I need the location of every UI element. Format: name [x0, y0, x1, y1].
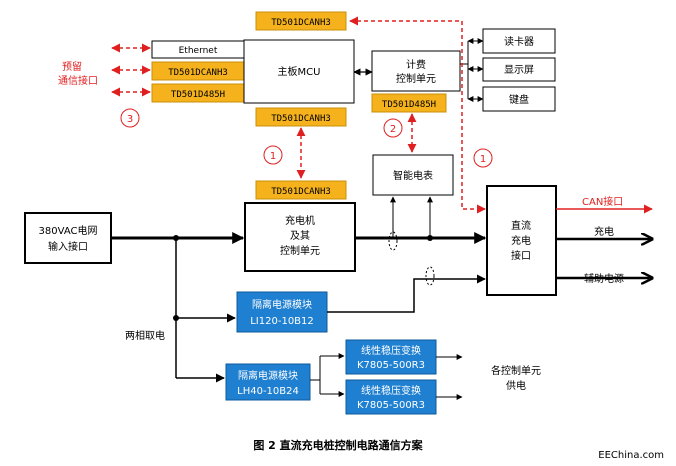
card-reader-label: 读卡器: [504, 35, 534, 48]
card-reader-box: 读卡器: [482, 28, 556, 54]
isolated-power-module-1: 隔离电源模块 LI120-10B12: [236, 291, 328, 333]
reg2-line2: K7805-500R3: [357, 400, 425, 411]
supply-line2: 供电: [506, 379, 526, 392]
aux-power-label: 辅助电源: [584, 272, 624, 285]
display-box: 显示屏: [482, 57, 556, 82]
grid-line2: 输入接口: [48, 240, 88, 253]
iso2-line1: 隔离电源模块: [238, 369, 298, 382]
circle-1-right-label: 1: [480, 154, 486, 165]
dc-line2: 充电: [511, 234, 531, 247]
isolated-power-module-2: 隔离电源模块 LH40-10B24: [225, 363, 311, 401]
td-canh3-under-mcu-module: TD501DCANH3: [255, 107, 347, 127]
linear-regulator-1: 线性稳压变换 K7805-500R3: [345, 339, 437, 375]
circle-2-label: 2: [390, 124, 396, 135]
td-d485h-left-module: TD501D485H: [151, 83, 245, 103]
charger-line3: 控制单元: [280, 244, 320, 257]
iso1-line2: LI120-10B12: [250, 316, 314, 327]
charger-line1: 充电机: [285, 214, 315, 227]
dc-charging-interface-box: 直流 充电 接口: [486, 185, 557, 296]
td-canh3-top-label: TD501DCANH3: [271, 18, 331, 28]
td-canh3-left-label: TD501DCANH3: [168, 68, 228, 78]
td-canh3-charger-label: TD501DCANH3: [271, 187, 331, 197]
ethernet-module: Ethernet: [151, 40, 245, 59]
dc-line1: 直流: [511, 219, 531, 232]
td-d485h-billing-module: TD501D485H: [371, 93, 447, 113]
charger-line2: 及其: [290, 230, 310, 242]
circle-marker-1-left: 1: [263, 145, 283, 165]
iso1-line1: 隔离电源模块: [252, 298, 312, 311]
td-canh3-top-module: TD501DCANH3: [255, 11, 347, 31]
watermark: EEChina.com: [598, 450, 664, 461]
charging-label: 充电: [594, 225, 614, 238]
main-mcu-box: 主板MCU: [243, 39, 355, 104]
dc-line3: 接口: [511, 249, 531, 262]
billing-line1: 计费: [406, 58, 426, 71]
ethernet-label: Ethernet: [179, 46, 218, 56]
td-d485h-billing-label: TD501D485H: [382, 100, 436, 110]
td-canh3-charger-module: TD501DCANH3: [255, 180, 347, 200]
figure-caption: 图 2 直流充电桩控制电路通信方案: [253, 438, 423, 452]
circle-1-left-label: 1: [270, 151, 276, 162]
reg1-line1: 线性稳压变换: [361, 344, 421, 357]
billing-control-unit: 计费 控制单元: [371, 50, 461, 92]
smart-meter-box: 智能电表: [372, 154, 454, 196]
td-canh3-under-mcu-label: TD501DCANH3: [271, 114, 331, 124]
circle-3-label: 3: [127, 114, 133, 125]
td-d485h-left-label: TD501D485H: [171, 90, 225, 100]
can-port-label: CAN接口: [582, 195, 623, 208]
reg1-line2: K7805-500R3: [357, 360, 425, 371]
circle-marker-2: 2: [383, 118, 403, 138]
keyboard-label: 键盘: [509, 93, 529, 106]
reg2-line1: 线性稳压变换: [361, 384, 421, 397]
smart-meter-label: 智能电表: [393, 169, 433, 182]
charger-control-unit: 充电机 及其 控制单元: [244, 202, 356, 272]
keyboard-box: 键盘: [482, 86, 556, 112]
display-label: 显示屏: [504, 64, 534, 76]
grid-line1: 380VAC电网: [39, 224, 98, 237]
two-phase-label: 两相取电: [125, 329, 165, 342]
reserved-line1: 预留: [62, 60, 82, 73]
billing-line2: 控制单元: [396, 72, 436, 85]
main-mcu-label: 主板MCU: [278, 65, 321, 78]
circle-marker-1-right: 1: [473, 148, 493, 168]
grid-input-box: 380VAC电网 输入接口: [24, 212, 112, 264]
reserved-line2: 通信接口: [58, 74, 98, 87]
iso2-line2: LH40-10B24: [237, 386, 299, 397]
supply-line1: 各控制单元: [491, 364, 541, 377]
linear-regulator-2: 线性稳压变换 K7805-500R3: [345, 379, 437, 415]
circle-marker-3: 3: [120, 108, 140, 128]
td-canh3-left-module: TD501DCANH3: [151, 61, 245, 81]
